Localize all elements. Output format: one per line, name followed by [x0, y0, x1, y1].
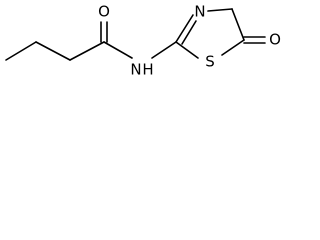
amide-nitrogen-label: N [130, 61, 141, 79]
bond-ring-c2-n3 [175, 14, 194, 43]
ring-sulfur-label: S [205, 53, 215, 71]
amide-hydrogen-label: H [142, 61, 153, 79]
bond-c3-c4 [69, 41, 105, 61]
bond-carbonyl-nitrogen [103, 41, 133, 59]
bond-ring-s1-c2 [175, 41, 199, 59]
bond-ring-c5-s1 [221, 39, 245, 56]
chemical-structure-diagram: O N H N S O [5, 3, 281, 79]
bond-nitrogen-ring [151, 41, 177, 59]
bond-ring-n3-c4 [207, 8, 233, 12]
bond-c2-c3 [35, 41, 71, 61]
ring-nitrogen-label: N [194, 3, 205, 21]
bond-ring-c4-c5 [231, 8, 245, 41]
amide-oxygen-label: O [98, 3, 110, 21]
bond-c1-c2 [5, 41, 37, 61]
ketone-oxygen-label: O [269, 31, 281, 49]
bond-ring-c2-n3-inner [181, 20, 197, 45]
structure-canvas: O N H N S O [0, 0, 288, 92]
